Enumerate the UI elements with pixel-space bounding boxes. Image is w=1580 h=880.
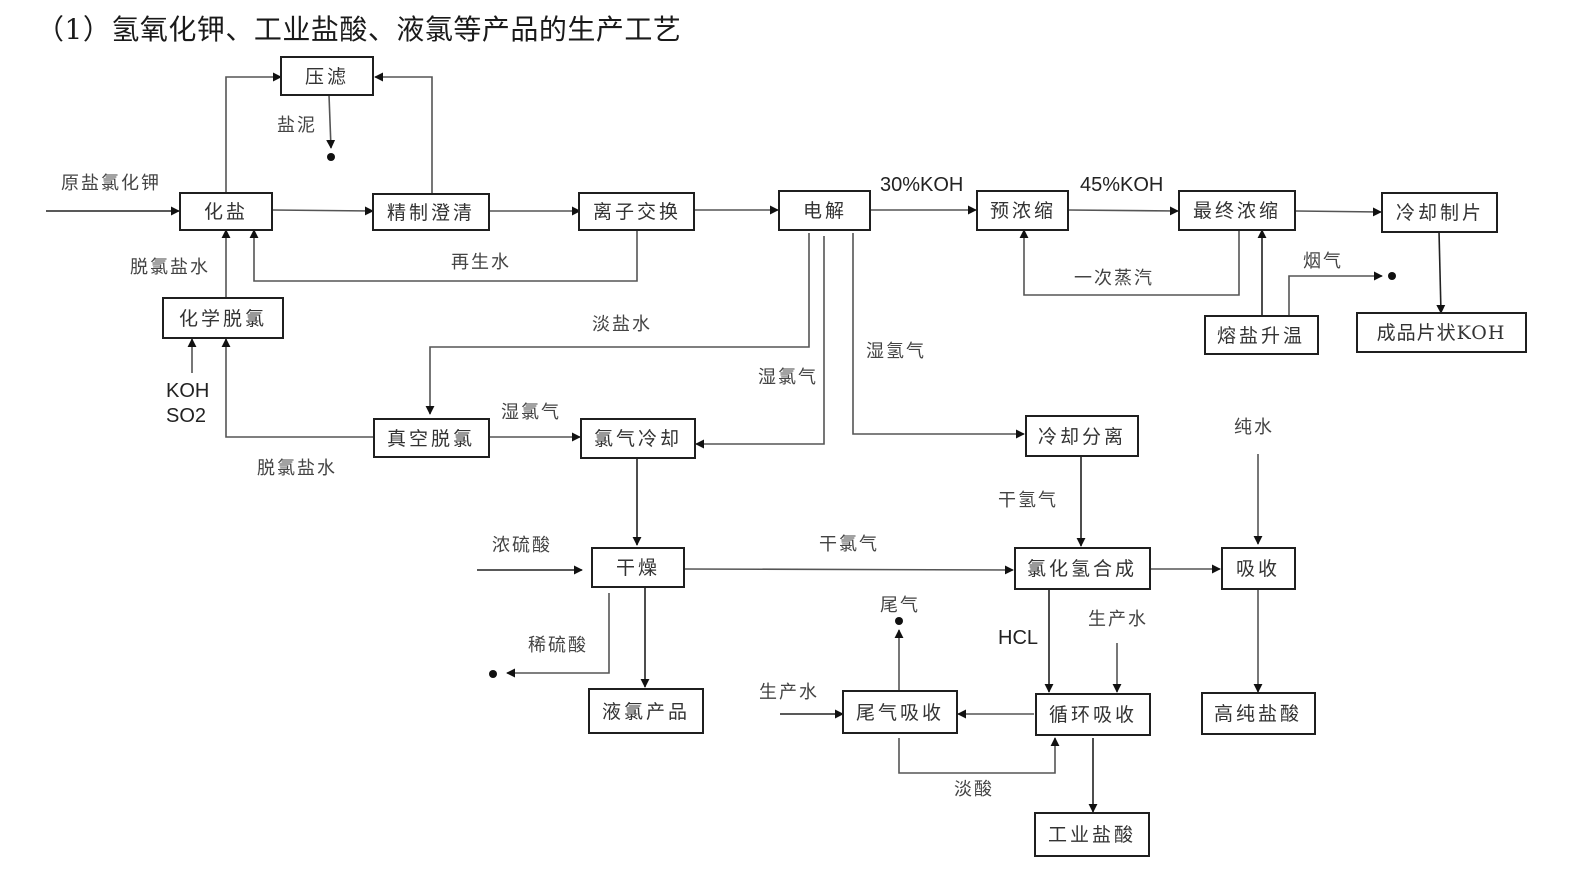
unit-absorption[interactable]: 吸收 <box>1221 547 1296 590</box>
label-process-water-2: 生产水 <box>1088 609 1148 630</box>
flow-preconc-to-finalconc <box>1067 206 1179 216</box>
unit-cooling-separation[interactable]: 冷却分离 <box>1025 415 1139 457</box>
flow-filter-to-sludge <box>326 94 336 149</box>
unit-molten-salt-heating[interactable]: 熔盐升温 <box>1204 315 1319 355</box>
flow-finalconc-to-coolflake <box>1295 207 1382 217</box>
unit-label: 电解 <box>803 200 847 222</box>
flow-dissolve-to-clarify <box>271 206 374 216</box>
label-koh-reagent: KOH <box>166 380 209 402</box>
flue-gas-discharge-dot <box>1388 272 1396 280</box>
process-units: 压滤 化盐 精制澄清 离子交换 电解 预浓缩 最终浓缩 冷却制片 成品片状KOH… <box>162 56 1527 857</box>
flow-coolflake-to-product <box>1436 230 1446 314</box>
unit-label: 尾气吸收 <box>856 702 944 724</box>
label-weak-acid: 淡酸 <box>954 779 994 800</box>
unit-ion-exchange[interactable]: 离子交换 <box>578 192 695 231</box>
unit-drying[interactable]: 干燥 <box>591 547 685 588</box>
label-so2-reagent: SO2 <box>166 405 206 427</box>
unit-label: 液氯产品 <box>602 701 690 723</box>
unit-cooling-flaking[interactable]: 冷却制片 <box>1381 192 1498 233</box>
unit-label: 冷却分离 <box>1038 426 1126 448</box>
flow-dissolve-to-filter <box>225 72 282 196</box>
unit-industrial-hcl[interactable]: 工业盐酸 <box>1034 812 1150 857</box>
label-pure-water: 纯水 <box>1234 417 1274 438</box>
unit-tail-gas-absorption[interactable]: 尾气吸收 <box>842 690 958 734</box>
flow-dry-chlorine <box>683 565 1014 575</box>
flow-clarify-to-filter <box>374 72 433 196</box>
flow-lines <box>46 72 1446 813</box>
unit-label: 离子交换 <box>593 201 681 223</box>
label-dilute-sulfuric-acid: 稀硫酸 <box>528 635 588 656</box>
label-conc-sulfuric-acid: 浓硫酸 <box>492 535 552 556</box>
unit-electrolysis[interactable]: 电解 <box>778 190 871 231</box>
label-wet-hydrogen: 湿氢气 <box>866 341 926 362</box>
label-30-koh: 30%KOH <box>880 174 963 196</box>
unit-refining-clarification[interactable]: 精制澄清 <box>372 193 490 231</box>
unit-label: 化学脱氯 <box>179 308 267 330</box>
unit-label: 压滤 <box>305 66 349 88</box>
label-dry-chlorine: 干氯气 <box>819 534 879 555</box>
unit-label: 工业盐酸 <box>1048 824 1136 846</box>
unit-high-purity-hcl[interactable]: 高纯盐酸 <box>1201 692 1316 735</box>
unit-label: 冷却制片 <box>1396 202 1484 224</box>
label-dechlorinated-brine-1: 脱氯盐水 <box>130 257 210 278</box>
label-regenerated-water: 再生水 <box>451 252 511 273</box>
unit-final-concentration[interactable]: 最终浓缩 <box>1178 190 1296 231</box>
flow-regen-water <box>249 229 638 282</box>
tail-gas-discharge-dot <box>895 617 903 625</box>
unit-label: 循环吸收 <box>1049 704 1137 726</box>
unit-label: 熔盐升温 <box>1217 325 1305 347</box>
unit-label: 干燥 <box>616 557 660 579</box>
diagram-title: （1）氢氧化钾、工业盐酸、液氯等产品的生产工艺 <box>36 13 682 46</box>
dilute-sulfuric-discharge-dot <box>489 670 497 678</box>
unit-label: 成品片状KOH <box>1377 322 1506 344</box>
unit-pre-concentration[interactable]: 预浓缩 <box>976 190 1069 231</box>
label-hcl: HCL <box>998 627 1038 649</box>
flow-vacdechlor-to-chemdechlor <box>221 338 373 438</box>
unit-label: 精制澄清 <box>387 202 475 224</box>
label-salt-sludge: 盐泥 <box>277 115 317 136</box>
unit-finished-koh-flakes[interactable]: 成品片状KOH <box>1356 312 1527 353</box>
unit-recirculation-absorption[interactable]: 循环吸收 <box>1035 693 1151 736</box>
flow-weak-brine <box>425 233 810 415</box>
unit-label: 真空脱氯 <box>387 428 475 450</box>
flow-flue-gas <box>1288 271 1383 316</box>
label-wet-chlorine-1: 湿氯气 <box>758 367 818 388</box>
unit-liquid-chlorine-product[interactable]: 液氯产品 <box>588 688 704 734</box>
unit-chemical-dechlorination[interactable]: 化学脱氯 <box>162 297 284 339</box>
label-45-koh: 45%KOH <box>1080 174 1163 196</box>
unit-label: 化盐 <box>204 201 248 223</box>
label-weak-brine: 淡盐水 <box>592 314 652 335</box>
label-dechlorinated-brine-2: 脱氯盐水 <box>257 458 337 479</box>
sludge-discharge-dot <box>327 153 335 161</box>
unit-chlorine-cooling[interactable]: 氯气冷却 <box>580 418 696 459</box>
flow-wet-hydrogen <box>852 233 1025 439</box>
label-primary-steam: 一次蒸汽 <box>1074 268 1154 289</box>
label-dry-hydrogen: 干氢气 <box>998 490 1058 511</box>
flow-weak-acid <box>898 737 1060 774</box>
stream-labels: 盐泥 原盐氯化钾 脱氯盐水 再生水 30%KOH 45%KOH 一次蒸汽 烟气 … <box>61 115 1343 800</box>
unit-label: 预浓缩 <box>990 200 1056 222</box>
unit-label: 吸收 <box>1236 558 1280 580</box>
label-raw-kcl: 原盐氯化钾 <box>61 173 161 194</box>
label-tail-gas: 尾气 <box>880 595 920 616</box>
unit-hcl-synthesis[interactable]: 氯化氢合成 <box>1014 547 1151 590</box>
unit-label: 氯气冷却 <box>594 428 682 450</box>
unit-press-filter[interactable]: 压滤 <box>280 56 374 96</box>
label-flue-gas: 烟气 <box>1303 251 1343 272</box>
unit-label: 高纯盐酸 <box>1214 703 1302 725</box>
flow-wet-chlorine <box>695 236 825 449</box>
unit-salt-dissolving[interactable]: 化盐 <box>179 192 273 231</box>
unit-label: 氯化氢合成 <box>1027 558 1137 580</box>
unit-label: 最终浓缩 <box>1193 200 1281 222</box>
label-process-water-1: 生产水 <box>759 682 819 703</box>
flow-dilute-sulfuric <box>506 593 610 678</box>
label-wet-chlorine-2: 湿氯气 <box>501 402 561 423</box>
flow-primary-steam <box>1019 229 1240 296</box>
unit-vacuum-dechlorination[interactable]: 真空脱氯 <box>373 418 490 458</box>
